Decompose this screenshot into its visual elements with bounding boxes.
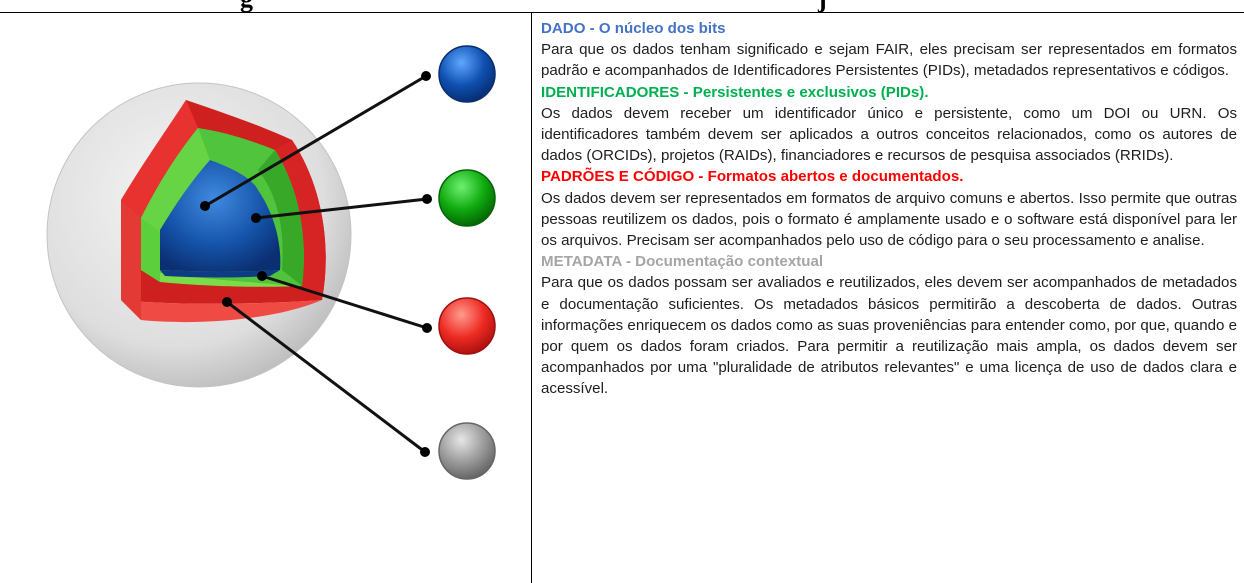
connector-gray bbox=[226, 300, 426, 454]
dot-red-end bbox=[422, 323, 432, 333]
connector-red bbox=[261, 274, 428, 330]
description-cell: DADO - O núcleo dos bits Para que os dad… bbox=[533, 12, 1244, 583]
dot-green-end bbox=[422, 194, 432, 204]
green-ball-icon bbox=[438, 169, 496, 227]
clipped-glyph: g bbox=[240, 0, 253, 12]
red-ball-icon bbox=[438, 297, 496, 355]
fair-layers-diagram bbox=[46, 45, 496, 480]
dot-green-layer bbox=[251, 213, 261, 223]
dot-red-layer bbox=[257, 271, 267, 281]
heading-padroes: PADRÕES E CÓDIGO - Formatos abertos e do… bbox=[541, 168, 964, 186]
dot-blue-core bbox=[200, 201, 210, 211]
connector-green bbox=[255, 197, 428, 220]
dot-gray-end bbox=[420, 447, 430, 457]
diagram-cell bbox=[0, 12, 532, 583]
table-top-border bbox=[0, 12, 1244, 13]
body-padroes: Os dados devem ser representados em form… bbox=[541, 189, 1237, 250]
body-dado: Para que os dados tenham significado e s… bbox=[541, 41, 1237, 80]
blue-core-bottom bbox=[160, 270, 280, 278]
heading-dado: DADO - O núcleo dos bits bbox=[541, 20, 726, 37]
body-identificadores: Os dados devem receber um identificador … bbox=[541, 104, 1237, 165]
dot-blue-end bbox=[421, 71, 431, 81]
clipped-title-strip: g j bbox=[0, 0, 1244, 12]
clipped-glyph: j bbox=[818, 0, 827, 12]
body-metadata: Para que os dados possam ser avaliados e… bbox=[541, 274, 1237, 398]
blue-ball-icon bbox=[438, 45, 496, 103]
heading-identificadores: IDENTIFICADORES - Persistentes e exclusi… bbox=[541, 83, 929, 101]
heading-metadata: METADATA - Documentação contextual bbox=[541, 253, 824, 271]
blue-core bbox=[160, 160, 281, 272]
gray-ball-icon bbox=[438, 422, 496, 480]
connector-blue bbox=[204, 74, 427, 208]
dot-gray-sphere bbox=[222, 297, 232, 307]
